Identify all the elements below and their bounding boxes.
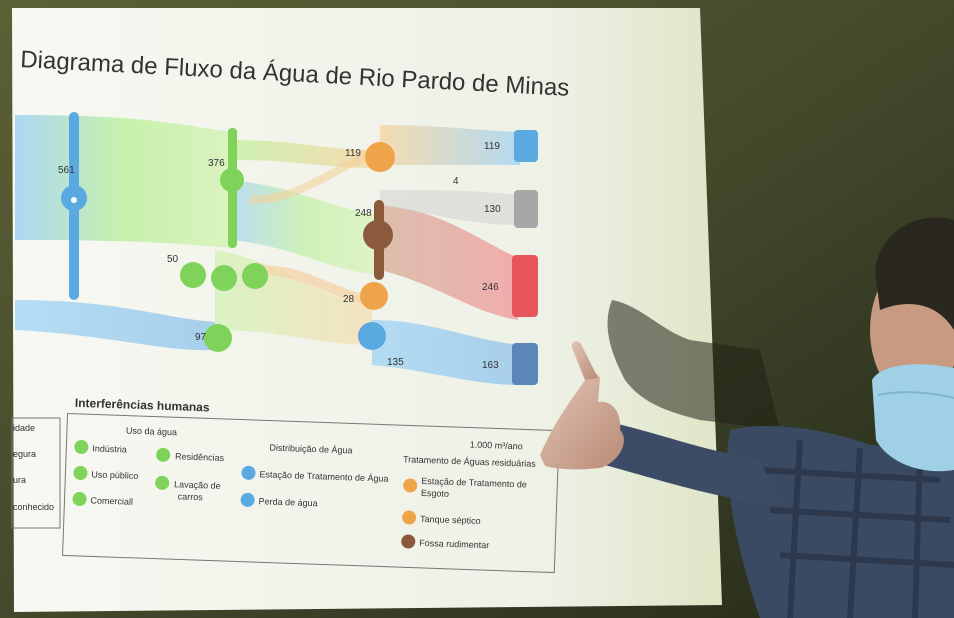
- node-248-icon: [363, 220, 393, 250]
- label-50: 50: [167, 254, 179, 265]
- svg-text:Lavação de: Lavação de: [174, 479, 221, 491]
- label-4: 4: [453, 176, 459, 187]
- label-out-130: 130: [484, 204, 501, 215]
- svg-text:Uso público: Uso público: [91, 469, 138, 481]
- svg-text:Comerciall: Comerciall: [90, 495, 133, 506]
- water-drop-icon: ●: [70, 191, 78, 207]
- node-50-icon-b: [211, 265, 237, 291]
- node-50-icon-c: [242, 263, 268, 289]
- label-119-mid: 119: [345, 148, 361, 159]
- trat-title: Tratamento de Águas residuárias: [403, 454, 537, 469]
- legend: Interferências humanas 1.000 m³/ano Uso …: [62, 396, 560, 574]
- svg-text:Estação de Tratamento de Água: Estação de Tratamento de Água: [259, 469, 388, 483]
- dist-title: Distribuição de Água: [269, 443, 352, 456]
- svg-text:Perda de água: Perda de água: [258, 496, 317, 508]
- label-376: 376: [208, 158, 225, 169]
- svg-text:egura: egura: [13, 449, 36, 459]
- node-97-icon: [204, 324, 232, 352]
- svg-text:Estação de Tratamento de: Estação de Tratamento de: [421, 476, 527, 490]
- svg-text:carros: carros: [178, 491, 204, 502]
- svg-text:Tanque séptico: Tanque séptico: [420, 514, 481, 526]
- out-119-node: [514, 130, 538, 162]
- node-28-icon: [360, 282, 388, 310]
- node-source-icon: [61, 185, 87, 211]
- uso-title: Uso da água: [126, 426, 177, 438]
- svg-text:Indústria: Indústria: [92, 443, 127, 454]
- node-135-icon: [358, 322, 386, 350]
- label-135: 135: [387, 357, 404, 368]
- svg-text:Esgoto: Esgoto: [421, 488, 449, 499]
- label-28: 28: [343, 294, 355, 305]
- sankey-labels: 561 376 50 97 119 248 28 135 4 119 130 2…: [58, 141, 501, 371]
- legend-heading: Interferências humanas: [75, 396, 210, 415]
- svg-text:ura: ura: [13, 475, 26, 485]
- label-97: 97: [195, 332, 207, 343]
- sankey-nodes: ●: [61, 112, 538, 385]
- pointing-hand: [540, 372, 624, 470]
- node-376-icon: [220, 168, 244, 192]
- node-119-icon: [365, 142, 395, 172]
- svg-text:Fossa rudimentar: Fossa rudimentar: [419, 538, 489, 550]
- legend-unit: 1.000 m³/ano: [470, 440, 523, 452]
- label-561: 561: [58, 165, 75, 176]
- presenter: [540, 217, 954, 618]
- legend-left-partial: idade egura ura conhecido: [11, 417, 61, 529]
- svg-text:Residências: Residências: [175, 451, 225, 463]
- svg-text:conhecido: conhecido: [13, 502, 54, 512]
- out-163-node: [512, 343, 538, 385]
- node-50-icon-a: [180, 262, 206, 288]
- label-out-119: 119: [484, 141, 500, 152]
- out-130-node: [514, 190, 538, 228]
- label-out-246: 246: [482, 282, 499, 293]
- label-248: 248: [355, 208, 372, 219]
- label-out-163: 163: [482, 360, 499, 371]
- hand-shadow: [607, 300, 780, 430]
- face-mask: [872, 364, 954, 472]
- svg-text:idade: idade: [13, 423, 35, 433]
- out-246-node: [512, 255, 538, 317]
